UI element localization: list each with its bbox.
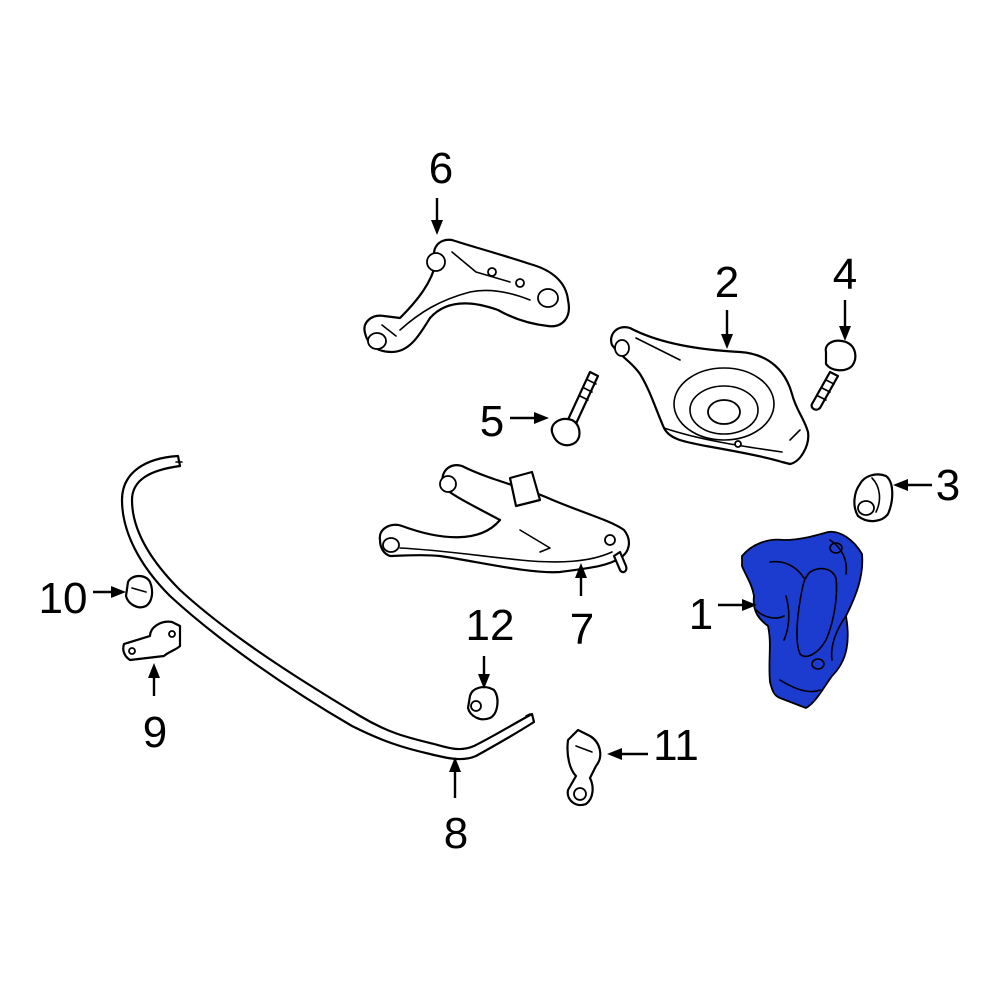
part-8-stabilizer-bar[interactable]: [120, 454, 536, 761]
part-9-bracket[interactable]: [122, 620, 182, 662]
callout-11: 11: [653, 721, 699, 770]
callout-9: 9: [143, 708, 167, 757]
callout-1: 1: [689, 590, 713, 639]
callout-8: 8: [444, 809, 468, 858]
part-11-stabilizer-link[interactable]: [566, 728, 602, 807]
part-5-bolt[interactable]: [550, 370, 600, 447]
part-12-bushing[interactable]: [466, 686, 499, 721]
callout-7: 7: [570, 605, 594, 654]
callout-3: 3: [936, 461, 960, 510]
part-1-knuckle-highlighted[interactable]: [741, 530, 864, 709]
callout-5: 5: [480, 397, 504, 446]
callout-10: 10: [39, 574, 88, 623]
callout-4: 4: [833, 250, 857, 299]
callout-2: 2: [715, 258, 739, 307]
callout-labels: 6 2 4 5 3 7 1 10 9 12 11 8: [39, 144, 961, 858]
callout-6: 6: [429, 144, 453, 193]
part-10-bushing[interactable]: [124, 574, 154, 609]
part-6-upper-control-arm[interactable]: [363, 238, 570, 354]
part-4-bolt[interactable]: [810, 339, 857, 411]
part-7-lower-arm[interactable]: [378, 464, 630, 574]
callout-arrows: [93, 198, 932, 798]
part-3-bushing[interactable]: [853, 473, 894, 523]
callout-12: 12: [466, 601, 515, 650]
part-2-lower-control-arm[interactable]: [610, 326, 810, 466]
